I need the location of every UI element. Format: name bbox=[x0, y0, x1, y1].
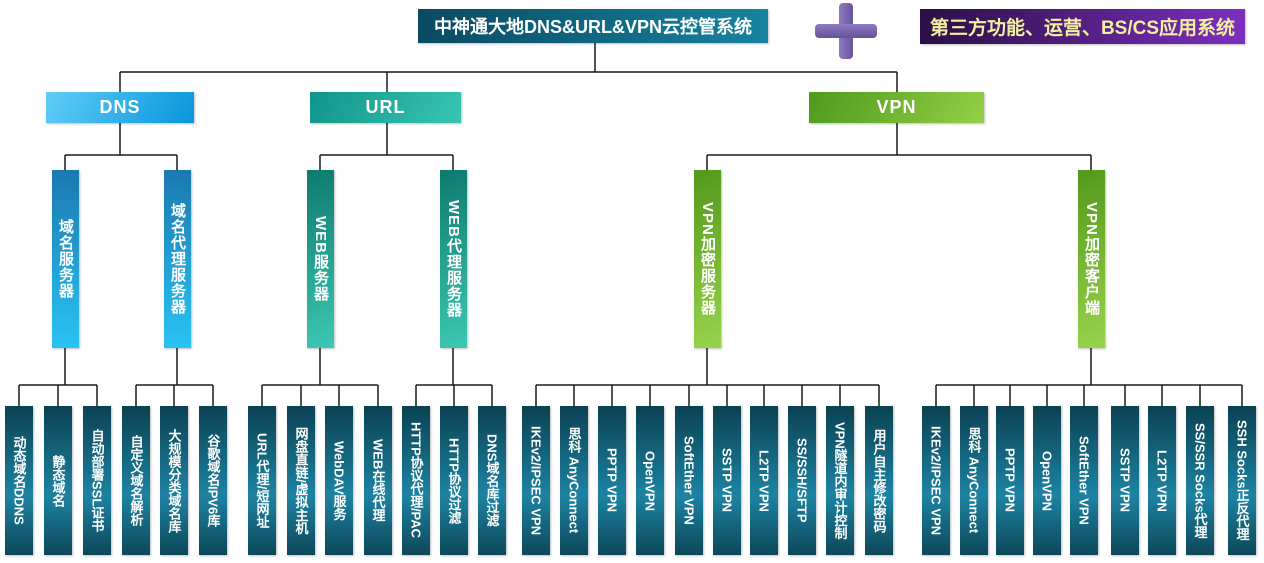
leaf-cli-anyconnect: 思科 AnyConnect bbox=[960, 406, 988, 555]
leaf-cli-openvpn: OpenVPN bbox=[1033, 406, 1061, 555]
plus-icon bbox=[815, 3, 877, 59]
leaf-dynamic-ddns: 动态域名DDNS bbox=[5, 406, 33, 555]
leaf-cli-ikev2-ipsec: IKEv2/IPSEC VPN bbox=[922, 406, 950, 555]
leaf-auto-ssl-cert: 自动部署SSL证书 bbox=[83, 406, 111, 555]
branch-vpn: VPN bbox=[809, 92, 984, 123]
third-party-systems-banner: 第三方功能、运营、BS/CS应用系统 bbox=[920, 9, 1245, 44]
leaf-http-proxy-pac: HTTP协议代理/PAC bbox=[402, 406, 430, 555]
leaf-srv-softether: SoftEther VPN bbox=[675, 406, 703, 555]
branch-dns: DNS bbox=[46, 92, 194, 123]
leaf-cli-sstp: SSTP VPN bbox=[1111, 406, 1139, 555]
leaf-srv-sstp: SSTP VPN bbox=[713, 406, 741, 555]
leaf-cli-pptp: PPTP VPN bbox=[996, 406, 1024, 555]
leaf-srv-ikev2-ipsec: IKEv2/IPSEC VPN bbox=[522, 406, 550, 555]
leaf-srv-openvpn: OpenVPN bbox=[636, 406, 664, 555]
system-title: 中神通大地DNS&URL&VPN云控管系统 bbox=[418, 9, 768, 43]
leaf-custom-dns-resolve: 自定义域名解析 bbox=[122, 406, 150, 555]
leaf-cli-ssh-socks: SSH Socks正反代理 bbox=[1228, 406, 1256, 555]
leaf-srv-ss-ssh-sftp: SS/SSH/SFTP bbox=[788, 406, 816, 555]
leaf-google-ipv6-db: 谷歌域名IPV6库 bbox=[199, 406, 227, 555]
leaf-netdisk-vhost: 网盘直链/虚拟主机 bbox=[287, 406, 315, 555]
leaf-srv-user-password: 用户自主修改密码 bbox=[865, 406, 893, 555]
plus-icon-horizontal-bar bbox=[815, 24, 877, 38]
leaf-static-domain: 静态域名 bbox=[44, 406, 72, 555]
leaf-srv-anyconnect: 思科 AnyConnect bbox=[560, 406, 588, 555]
leaf-cli-softether: SoftEther VPN bbox=[1070, 406, 1098, 555]
node-web-server: WEB服务器 bbox=[307, 170, 334, 348]
leaf-http-filter: HTTP协议过滤 bbox=[440, 406, 468, 555]
leaf-srv-pptp: PPTP VPN bbox=[598, 406, 626, 555]
leaf-domain-category-db: 大规模分类域名库 bbox=[160, 406, 188, 555]
node-web-proxy-server: WEB代理服务器 bbox=[440, 170, 467, 348]
leaf-webdav-service: WebDAV服务 bbox=[325, 406, 353, 555]
node-dns-proxy-server: 域名代理服务器 bbox=[164, 170, 191, 348]
branch-url: URL bbox=[310, 92, 461, 123]
leaf-srv-tunnel-audit: VPN隧道内审计控制 bbox=[826, 406, 854, 555]
leaf-dns-db-filter: DNS域名库过滤 bbox=[478, 406, 506, 555]
leaf-srv-l2tp: L2TP VPN bbox=[750, 406, 778, 555]
leaf-cli-ss-ssr-socks: SS/SSR Socks代理 bbox=[1186, 406, 1214, 555]
leaf-web-online-proxy: WEB在线代理 bbox=[364, 406, 392, 555]
node-vpn-server: VPN加密服务器 bbox=[694, 170, 721, 348]
node-dns-server: 域名服务器 bbox=[52, 170, 79, 348]
leaf-url-proxy-shorturl: URL代理/短网址 bbox=[248, 406, 276, 555]
leaf-cli-l2tp: L2TP VPN bbox=[1148, 406, 1176, 555]
node-vpn-client: VPN加密客户端 bbox=[1078, 170, 1105, 348]
